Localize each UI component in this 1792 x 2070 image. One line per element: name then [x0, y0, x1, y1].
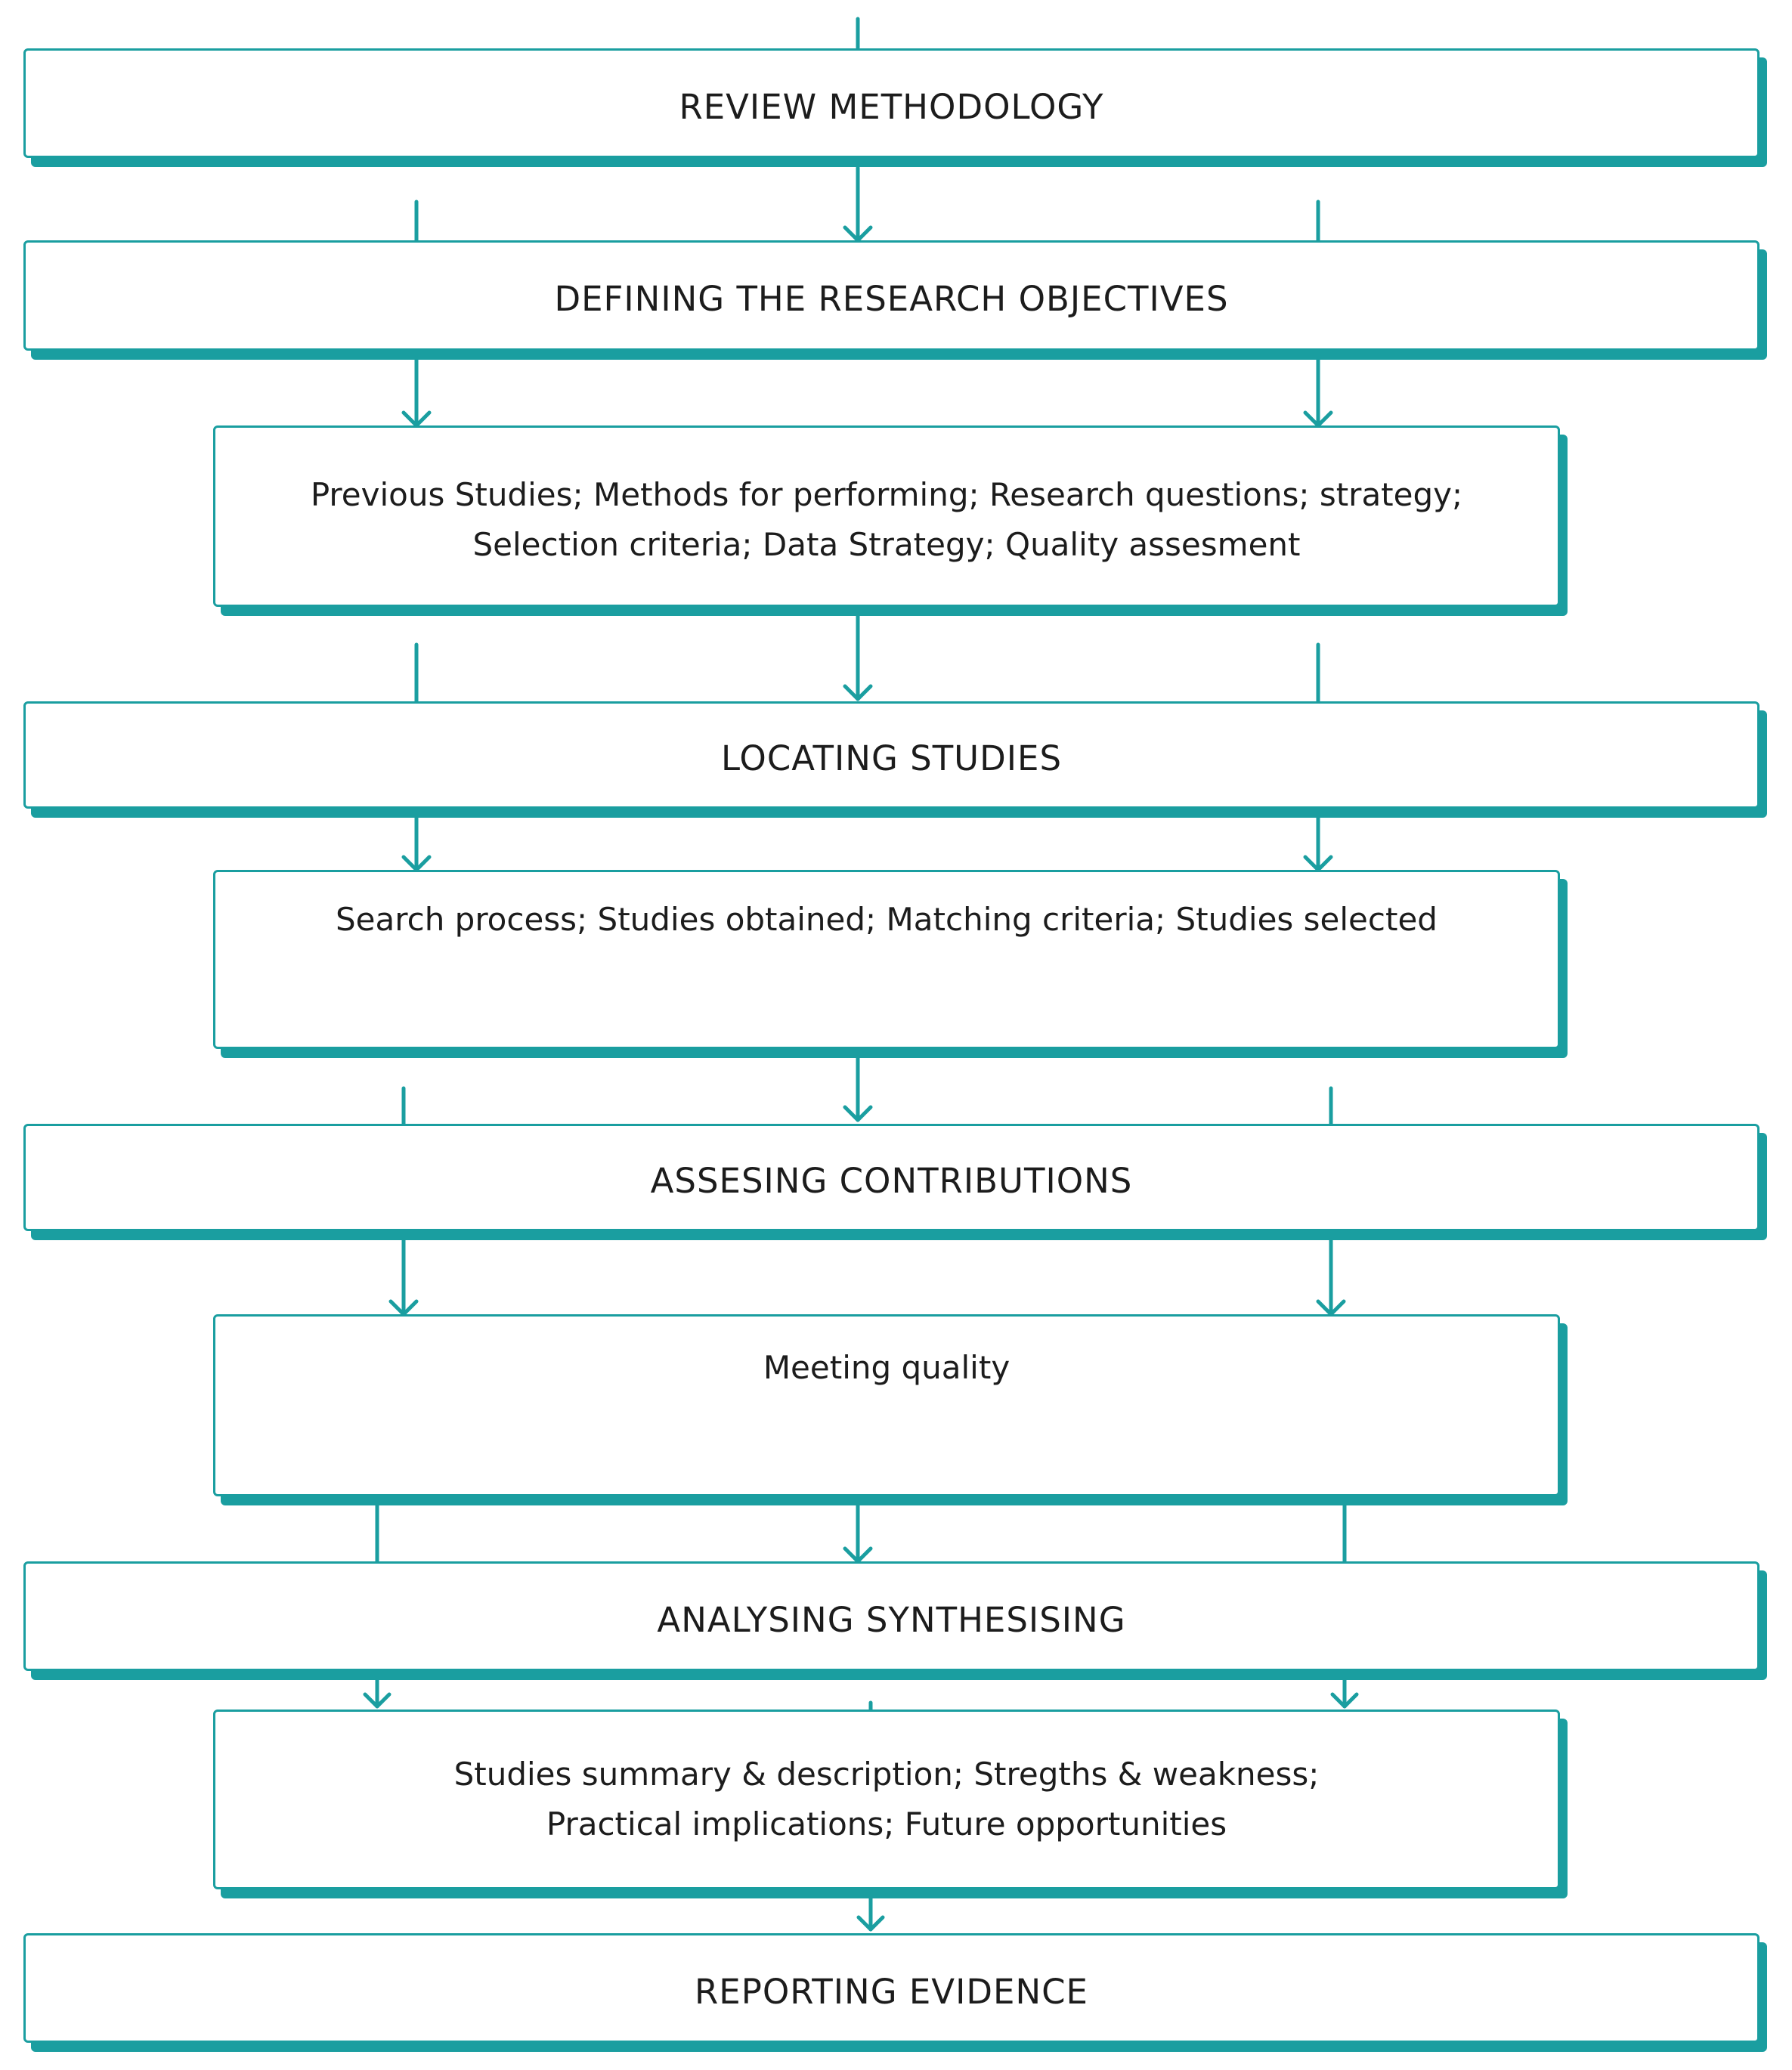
arrow-analysing-detail-to-reporting: [856, 1891, 885, 1932]
arrow-assesing-to-detail-left: [388, 1233, 419, 1317]
objectives-detail-label: Previous Studies; Methods for performing…: [310, 476, 1463, 563]
analysing-synthesising-box: ANALYSING SYNTHESISING: [23, 1561, 1760, 1671]
arrow-locating-detail-to-assesing: [843, 1050, 873, 1122]
locating-studies-box: LOCATING STUDIES: [23, 701, 1760, 809]
defining-objectives-box: DEFINING THE RESEARCH OBJECTIVES: [23, 240, 1760, 351]
arrow-review-to-defining: [843, 166, 873, 243]
arrow-objectives-detail-to-locating: [843, 608, 873, 701]
assesing-detail-box: Meeting quality: [213, 1314, 1560, 1496]
locating-detail-label: Search process; Studies obtained; Matchi…: [336, 901, 1438, 938]
analysing-detail-box: Studies summary & description; Stregths …: [213, 1710, 1560, 1889]
review-methodology-box: REVIEW METHODOLOGY: [23, 48, 1760, 158]
arrow-defining-to-detail-left: [401, 353, 432, 428]
defining-objectives-label: DEFINING THE RESEARCH OBJECTIVES: [554, 279, 1229, 319]
assesing-contributions-box: ASSESING CONTRIBUTIONS: [23, 1124, 1760, 1231]
arrow-defining-to-detail-right: [1303, 353, 1333, 428]
assesing-contributions-label: ASSESING CONTRIBUTIONS: [650, 1161, 1133, 1201]
analysing-detail-label: Studies summary & description; Stregths …: [453, 1756, 1320, 1843]
reporting-evidence-box: REPORTING EVIDENCE: [23, 1933, 1760, 2043]
arrow-analysing-to-detail-left: [363, 1672, 392, 1709]
arrow-assesing-detail-to-analysing: [843, 1498, 873, 1564]
locating-detail-box: Search process; Studies obtained; Matchi…: [213, 870, 1560, 1049]
arrow-locating-to-detail-left: [401, 810, 432, 872]
arrow-assesing-to-detail-right: [1316, 1233, 1346, 1317]
assesing-detail-label: Meeting quality: [763, 1349, 1011, 1386]
reporting-evidence-label: REPORTING EVIDENCE: [695, 1972, 1088, 2012]
locating-studies-label: LOCATING STUDIES: [720, 738, 1063, 778]
review-methodology-label: REVIEW METHODOLOGY: [679, 87, 1104, 127]
arrow-analysing-to-detail-right: [1330, 1672, 1359, 1709]
analysing-synthesising-label: ANALYSING SYNTHESISING: [657, 1600, 1126, 1640]
objectives-detail-box: Previous Studies; Methods for performing…: [213, 425, 1560, 607]
arrow-locating-to-detail-right: [1303, 810, 1333, 872]
